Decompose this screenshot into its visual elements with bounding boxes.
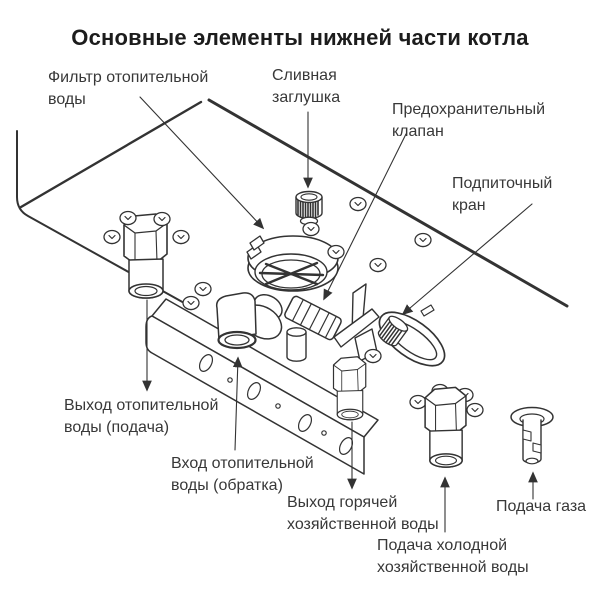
makeup-tap-part [377,304,446,367]
label-cold-in-line1: Подача холодной [377,537,508,554]
label-dhw-out-line1: Выход горячей [287,494,398,511]
label-drain-plug-line1: Сливная [272,67,337,84]
label-filter: Фильтр отопительной воды [48,67,208,111]
label-gas-line1: Подача газа [496,498,587,515]
label-dhw-out: Выход горячей хозяйственной воды [287,492,439,536]
leader-makeup-tap [401,203,533,316]
label-heating-out-line2: воды (подача) [64,419,170,436]
label-gas: Подача газа [496,496,586,518]
label-heating-in: Вход отопительной воды (обратка) [171,453,314,497]
label-makeup-tap-line1: Подпиточный [452,175,553,192]
label-cold-in-line2: хозяйственной воды [377,559,529,576]
label-safety-valve-line1: Предохранительный [392,101,546,118]
boiler-panel [16,98,569,308]
drain-plug-part [295,190,323,226]
leader-filter [139,96,265,230]
safety-valve-part [241,283,380,362]
page-title: Основные элементы нижней части котла [71,25,529,50]
label-heating-in-line2: воды (обратка) [171,477,283,494]
label-makeup-tap-line2: кран [452,197,486,214]
label-filter-line2: воды [48,91,86,108]
heating-in-fitting [215,292,257,350]
label-heating-out-line1: Выход отопительной [64,397,219,414]
heating-filter-part [246,235,339,292]
leader-heating-in [232,356,243,451]
label-safety-valve-line2: клапан [392,123,444,140]
label-dhw-out-line2: хозяйственной воды [287,516,439,533]
cold-in-fitting [424,386,467,468]
label-drain-plug-line2: заглушка [272,89,341,106]
label-safety-valve: Предохранительный клапан [392,99,545,143]
heating-out-fitting [123,213,168,299]
label-drain-plug: Сливная заглушка [272,65,340,109]
label-heating-out: Выход отопительной воды (подача) [64,395,218,439]
gas-fitting [510,406,554,465]
label-makeup-tap: Подпиточный кран [452,173,552,217]
label-filter-line1: Фильтр отопительной [48,69,209,86]
mounting-bracket [145,298,379,475]
leader-safety-valve [323,133,407,301]
label-cold-in: Подача холодной хозяйственной воды [377,535,529,579]
dhw-out-fitting [332,356,367,421]
label-heating-in-line1: Вход отопительной [171,455,314,472]
